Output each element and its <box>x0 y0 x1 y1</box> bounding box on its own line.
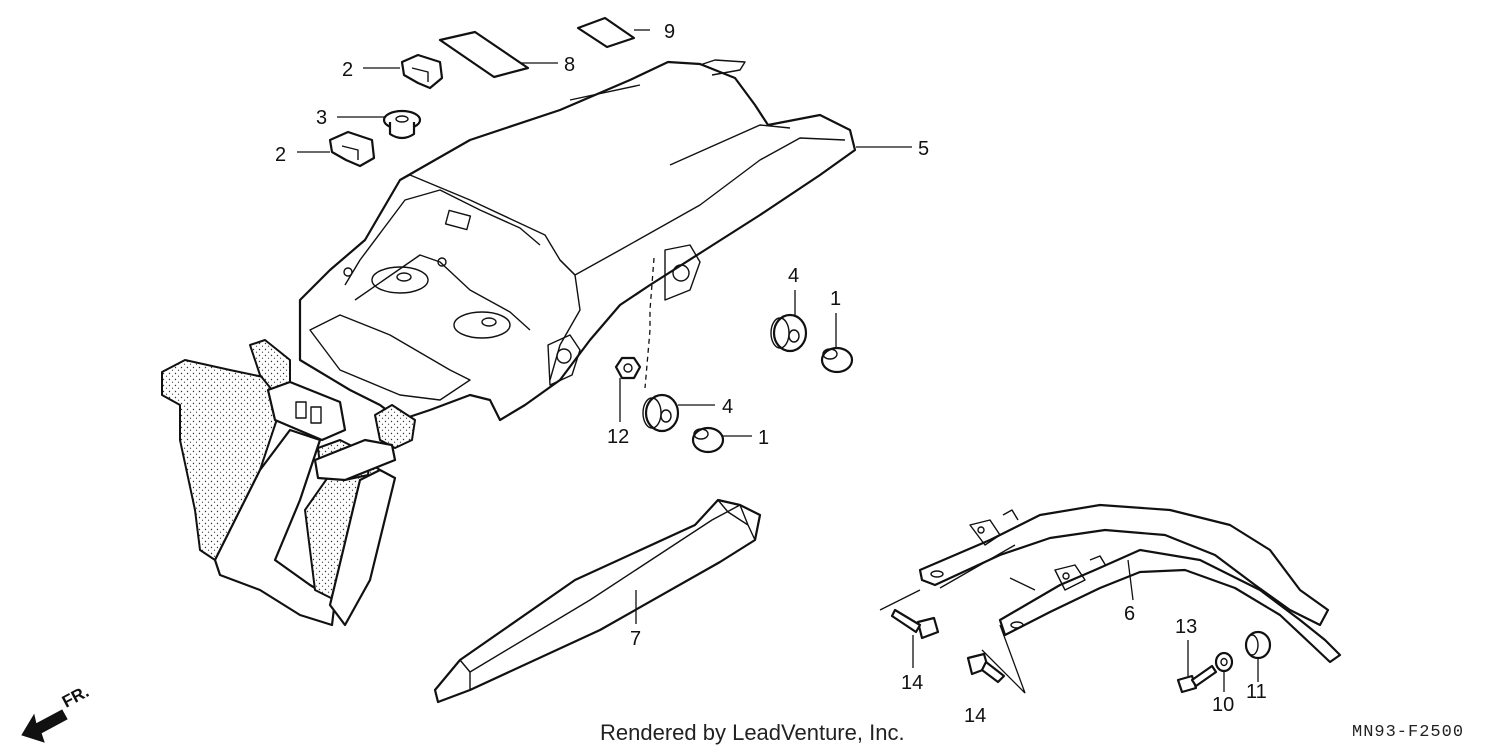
clip-lower <box>328 130 376 168</box>
washer-10 <box>1214 651 1234 673</box>
callout-1-upper: 1 <box>830 288 841 310</box>
callout-5: 5 <box>918 138 929 160</box>
caution-label-8 <box>438 30 530 79</box>
callout-12: 12 <box>607 426 629 448</box>
bolt-14-upper <box>890 608 940 640</box>
mudguard-stay-6 <box>918 503 1342 664</box>
callout-7: 7 <box>630 628 641 650</box>
callout-14-lower: 14 <box>964 705 986 727</box>
callout-14-upper: 14 <box>901 672 923 694</box>
rubber-strip-7 <box>433 498 762 704</box>
callout-3: 3 <box>316 107 327 129</box>
collar-1-upper <box>820 346 854 374</box>
callout-13: 13 <box>1175 616 1197 638</box>
bolt-guide-lines <box>879 589 1026 694</box>
callout-6: 6 <box>1124 603 1135 625</box>
nut-12 <box>614 356 642 380</box>
callout-4-lower: 4 <box>722 396 733 418</box>
rear-fender <box>298 59 857 422</box>
callout-4-upper: 4 <box>788 265 799 287</box>
render-credit: Rendered by LeadVenture, Inc. <box>600 720 905 745</box>
front-direction-label: FR. <box>59 682 92 712</box>
grommet-4-lower <box>642 393 680 433</box>
grommet-4-upper <box>770 313 808 353</box>
bolt-13 <box>1176 664 1218 694</box>
callout-11: 11 <box>1246 681 1267 703</box>
callout-9: 9 <box>664 21 675 43</box>
bolt-14-lower <box>966 652 1006 684</box>
grommet-3 <box>382 109 422 140</box>
inner-splash-guard <box>161 339 416 627</box>
callout-2-upper: 2 <box>342 59 353 81</box>
callout-10: 10 <box>1212 694 1234 716</box>
front-direction-arrow: FR. <box>21 682 92 743</box>
dashed-reference-line <box>644 257 655 389</box>
callout-8: 8 <box>564 54 575 76</box>
caution-label-9 <box>576 16 636 49</box>
callout-2-lower: 2 <box>275 144 286 166</box>
leader-lines <box>297 29 1259 692</box>
diagram-code: MN93-F2500 <box>1352 723 1464 742</box>
collar-1-lower <box>691 426 725 454</box>
callout-1-lower: 1 <box>758 427 769 449</box>
clip-upper <box>400 53 444 90</box>
grommet-11 <box>1244 630 1272 660</box>
